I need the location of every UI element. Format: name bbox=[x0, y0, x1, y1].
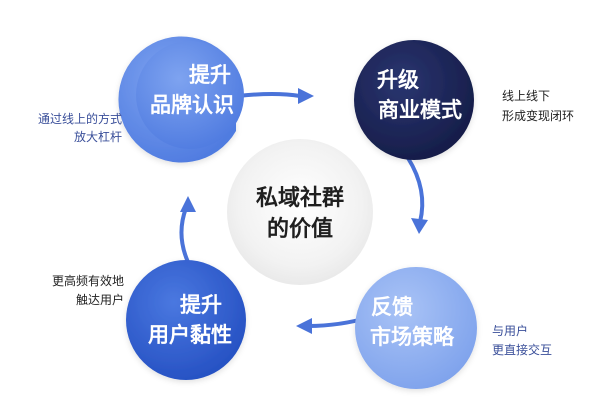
node-business-model-line2: 商业模式 bbox=[378, 98, 462, 122]
node-brand-awareness-circle bbox=[136, 41, 244, 149]
node-business-model: 升级 商业模式 bbox=[354, 40, 474, 160]
arrow-left bbox=[179, 206, 190, 264]
center-title-line2: 的价值 bbox=[267, 216, 333, 242]
note-top-left-line2: 放大杠杆 bbox=[74, 129, 122, 144]
node-market-feedback-line2: 市场策略 bbox=[370, 325, 455, 349]
note-top-right-line1: 线上线下 bbox=[502, 89, 550, 103]
arrow-head-left bbox=[180, 196, 196, 212]
node-market-feedback: 反馈 市场策略 bbox=[355, 267, 477, 389]
note-top-right-line2: 形成变现闭环 bbox=[502, 108, 574, 123]
note-bottom-right-line1: 与用户 bbox=[492, 323, 528, 338]
note-top-left-line1: 通过线上的方式 bbox=[38, 111, 122, 126]
center-node: 私域社群 的价值 bbox=[227, 139, 373, 285]
arrow-head-bottom bbox=[296, 318, 312, 334]
arrow-heads bbox=[180, 88, 428, 334]
node-brand-awareness-line2: 品牌认识 bbox=[150, 93, 234, 117]
node-user-stickiness-circle bbox=[126, 260, 246, 380]
node-business-model-line1: 升级 bbox=[377, 68, 419, 92]
arrow-head-top bbox=[298, 88, 314, 104]
node-market-feedback-line1: 反馈 bbox=[371, 295, 413, 319]
node-user-stickiness-line1: 提升 bbox=[180, 293, 222, 317]
center-circle bbox=[227, 139, 373, 285]
note-bottom-right-line2: 更直接交互 bbox=[492, 342, 552, 357]
arrow-right bbox=[406, 156, 425, 224]
node-user-stickiness: 提升 用户黏性 bbox=[126, 260, 246, 380]
center-title-line1: 私域社群 bbox=[256, 185, 344, 211]
arrow-head-right bbox=[411, 218, 428, 234]
node-user-stickiness-line2: 用户黏性 bbox=[148, 323, 232, 347]
node-brand-awareness-line1: 提升 bbox=[189, 63, 231, 87]
note-bottom-left-line1: 更高频有效地 bbox=[52, 273, 124, 288]
node-brand-awareness: 提升 品牌认识 bbox=[118, 36, 244, 163]
note-bottom-left-line2: 触达用户 bbox=[76, 292, 124, 307]
node-market-feedback-circle bbox=[355, 267, 477, 389]
arrow-top bbox=[236, 92, 302, 98]
node-business-model-circle bbox=[354, 40, 474, 160]
side-notes: 通过线上的方式 放大杠杆 线上线下 形成变现闭环 更高频有效地 触达用户 与用户… bbox=[38, 89, 574, 357]
